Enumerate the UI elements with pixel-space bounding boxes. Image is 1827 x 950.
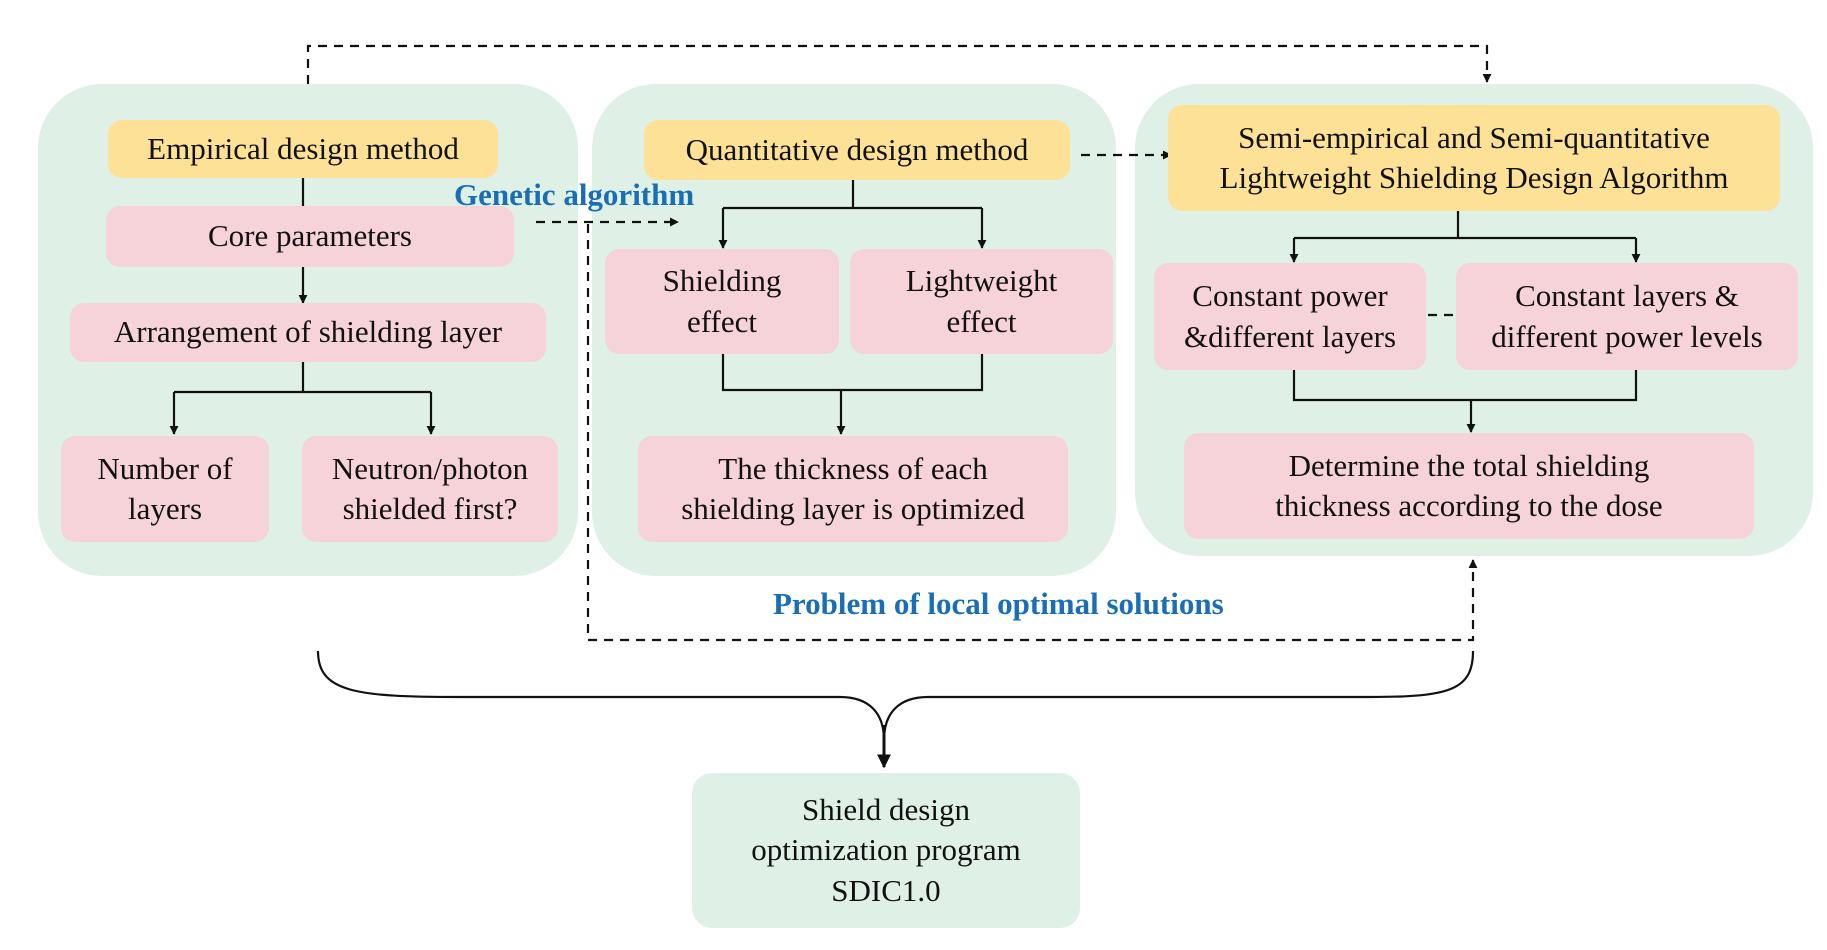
constant-power-box: Constant power &different layers — [1154, 263, 1426, 370]
lightweight-effect-box: Lightweight effect — [850, 249, 1113, 354]
line-effects-merge — [721, 354, 984, 392]
semi-empirical-algorithm-box: Semi-empirical and Semi-quantitative Lig… — [1168, 105, 1780, 211]
number-of-layers-box: Number of layers — [61, 436, 269, 542]
sdic-program-box: Shield design optimization program SDIC1… — [692, 773, 1080, 928]
constant-layers-box: Constant layers & different power levels — [1456, 263, 1798, 370]
empirical-design-method-box: Empirical design method — [108, 120, 498, 178]
arrangement-of-shielding-layer-box: Arrangement of shielding layer — [70, 303, 546, 362]
thickness-optimized-box: The thickness of each shielding layer is… — [638, 436, 1068, 542]
determine-thickness-box: Determine the total shielding thickness … — [1184, 433, 1754, 539]
line-constant-merge — [1292, 370, 1638, 402]
dashed-local-optimal-loop — [586, 224, 1478, 642]
genetic-algorithm-label: Genetic algorithm — [454, 177, 695, 212]
core-parameters-box: Core parameters — [106, 206, 514, 267]
local-optimal-problem-label: Problem of local optimal solutions — [773, 586, 1224, 621]
neutron-photon-box: Neutron/photon shielded first? — [302, 436, 558, 542]
quantitative-design-method-box: Quantitative design method — [644, 120, 1070, 180]
combining-brace — [316, 650, 1475, 741]
shielding-effect-box: Shielding effect — [605, 249, 839, 354]
dashed-top-feedback — [306, 44, 1492, 84]
